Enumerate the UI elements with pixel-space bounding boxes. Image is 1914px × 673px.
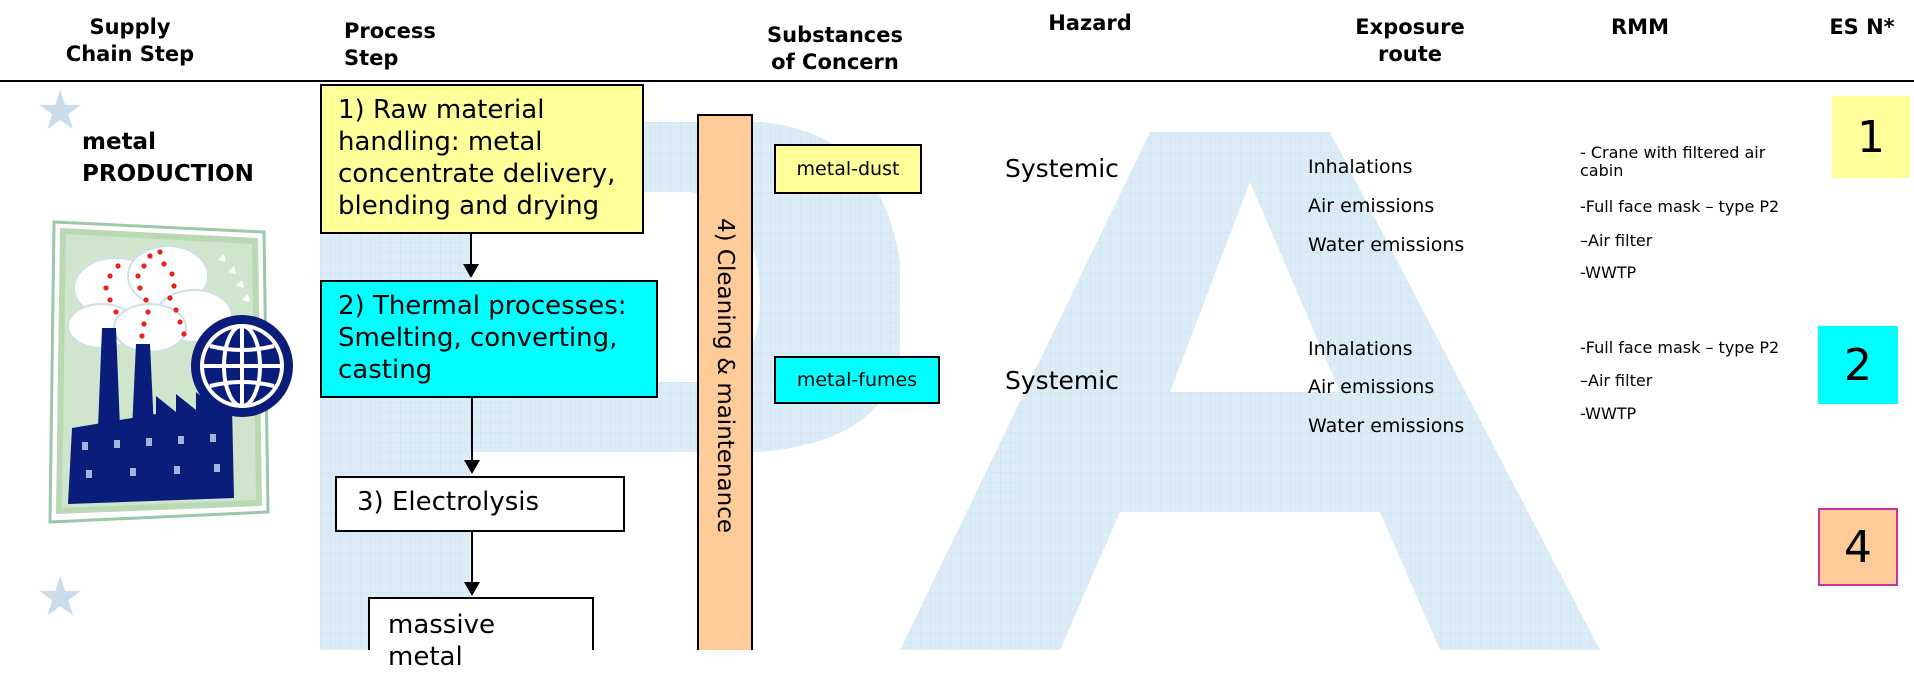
hazard-text: Systemic bbox=[1005, 366, 1119, 395]
arrow-head bbox=[463, 264, 479, 278]
factory-icon bbox=[48, 220, 270, 524]
exposure-route-item: Water emissions bbox=[1308, 415, 1465, 437]
substance-metal-dust: metal-dust bbox=[774, 144, 922, 194]
arrow-head bbox=[464, 460, 480, 474]
rmm-item: –Air filter bbox=[1580, 371, 1653, 390]
process-step-thermal: 2) Thermal processes: Smelting, converti… bbox=[320, 280, 658, 398]
rmm-item: -WWTP bbox=[1580, 263, 1637, 282]
header-es-number: ES N* bbox=[1829, 15, 1895, 39]
es-number-badge: 1 bbox=[1832, 96, 1910, 178]
header-rmm: RMM bbox=[1611, 15, 1669, 39]
rmm-item: - Crane with filtered air cabin bbox=[1580, 143, 1766, 180]
substance-metal-fumes: metal-fumes bbox=[774, 356, 940, 404]
exposure-route-item: Air emissions bbox=[1308, 195, 1435, 217]
rmm-item: -Full face mask – type P2 bbox=[1580, 197, 1780, 216]
process-step-massive-metal: massive metal bbox=[368, 597, 594, 672]
star-icon: ★ bbox=[36, 79, 85, 142]
supply-chain-step-label: metal PRODUCTION bbox=[82, 129, 254, 187]
process-step-electrolysis: 3) Electrolysis bbox=[335, 476, 625, 532]
rmm-item: -Full face mask – type P2 bbox=[1580, 338, 1780, 357]
header-exposure-route: Exposure route bbox=[1355, 15, 1465, 66]
arrow-connector bbox=[470, 234, 472, 264]
es-number-badge: 4 bbox=[1818, 508, 1898, 586]
header-divider bbox=[0, 80, 1914, 82]
header-process-step: Process Step bbox=[344, 19, 436, 70]
exposure-route-item: Water emissions bbox=[1308, 234, 1465, 256]
process-step-raw-material: 1) Raw material handling: metal concentr… bbox=[320, 84, 644, 234]
hazard-text: Systemic bbox=[1005, 154, 1119, 183]
arrow-head bbox=[464, 582, 480, 596]
arrow-connector bbox=[471, 532, 473, 582]
cleaning-maintenance-box bbox=[697, 114, 753, 650]
es-number-badge: 2 bbox=[1818, 326, 1898, 404]
star-icon: ★ bbox=[36, 565, 85, 628]
globe-icon bbox=[191, 315, 293, 417]
exposure-route-item: Inhalations bbox=[1308, 156, 1413, 178]
exposure-route-item: Air emissions bbox=[1308, 376, 1435, 398]
rmm-item: -WWTP bbox=[1580, 404, 1637, 423]
rmm-item: –Air filter bbox=[1580, 231, 1653, 250]
arrow-connector bbox=[471, 398, 473, 460]
header-hazard: Hazard bbox=[1048, 11, 1132, 35]
exposure-route-item: Inhalations bbox=[1308, 338, 1413, 360]
header-supply-chain-step: Supply Chain Step bbox=[65, 15, 195, 66]
header-substances-of-concern: Substances of Concern bbox=[767, 23, 903, 74]
